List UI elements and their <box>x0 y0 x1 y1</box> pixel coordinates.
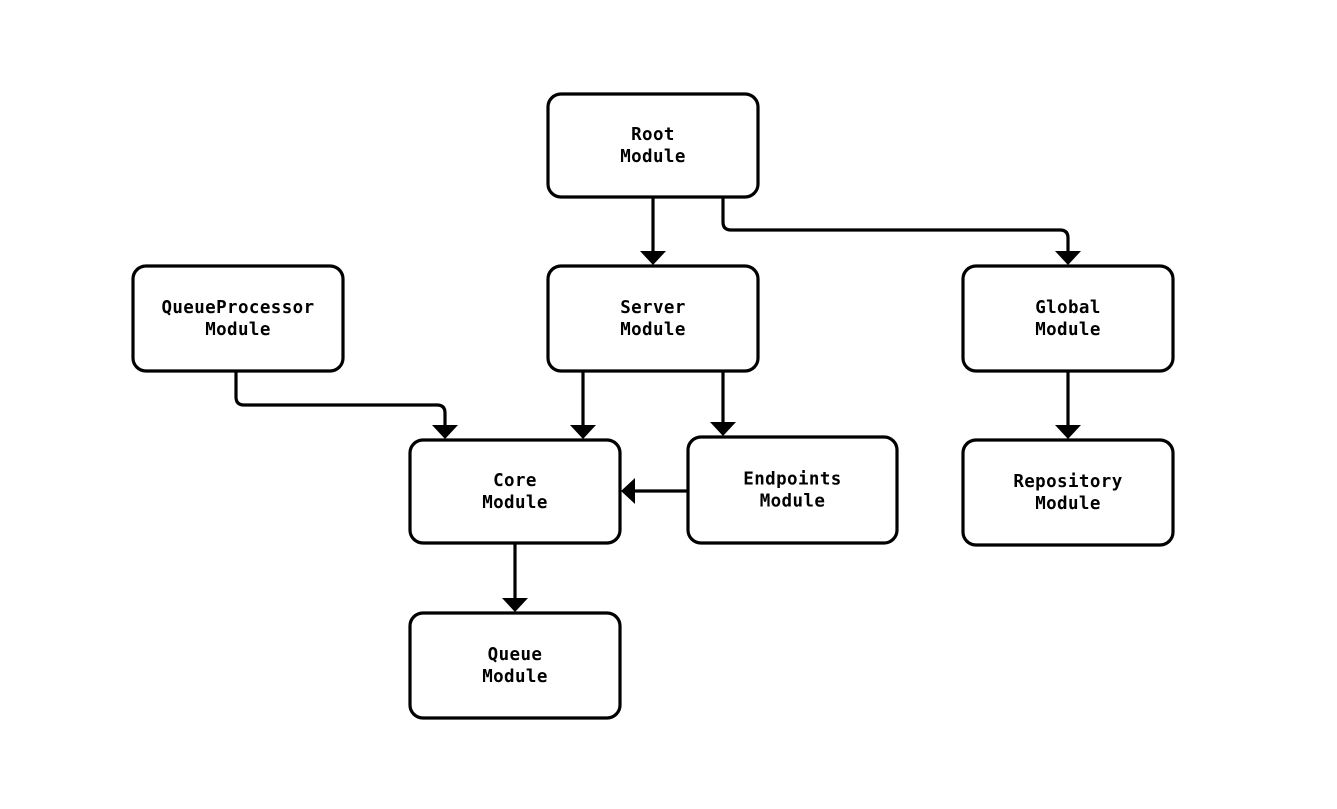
node-box-endpoints[interactable] <box>686 435 899 545</box>
edge-server-to-endpoints <box>710 371 736 436</box>
edge-arrowhead <box>502 598 528 612</box>
node-box-root[interactable] <box>546 92 760 199</box>
edge-queueprocessor-to-core <box>234 371 458 439</box>
edge-arrowhead <box>432 425 458 439</box>
edge-line <box>721 197 1070 252</box>
edge-endpoints-to-core <box>621 478 688 504</box>
node-box-core[interactable] <box>408 438 622 545</box>
edge-line <box>234 371 447 426</box>
edge-root-to-global <box>721 197 1081 265</box>
node-box-global[interactable] <box>961 264 1175 373</box>
edge-arrowhead <box>710 422 736 436</box>
edges-layer <box>234 197 1081 612</box>
edge-server-to-core <box>570 371 596 439</box>
edge-root-to-server <box>640 197 666 265</box>
node-box-server[interactable] <box>546 264 760 373</box>
node-box-repository[interactable] <box>961 438 1175 547</box>
edge-arrowhead <box>621 478 635 504</box>
node-box-queue[interactable] <box>408 611 622 720</box>
edge-core-to-queue <box>502 543 528 612</box>
edge-arrowhead <box>1055 425 1081 439</box>
node-box-queueprocessor[interactable] <box>131 264 345 373</box>
edge-global-to-repository <box>1055 371 1081 439</box>
edge-arrowhead <box>570 425 596 439</box>
edge-arrowhead <box>1055 251 1081 265</box>
edge-arrowhead <box>640 251 666 265</box>
